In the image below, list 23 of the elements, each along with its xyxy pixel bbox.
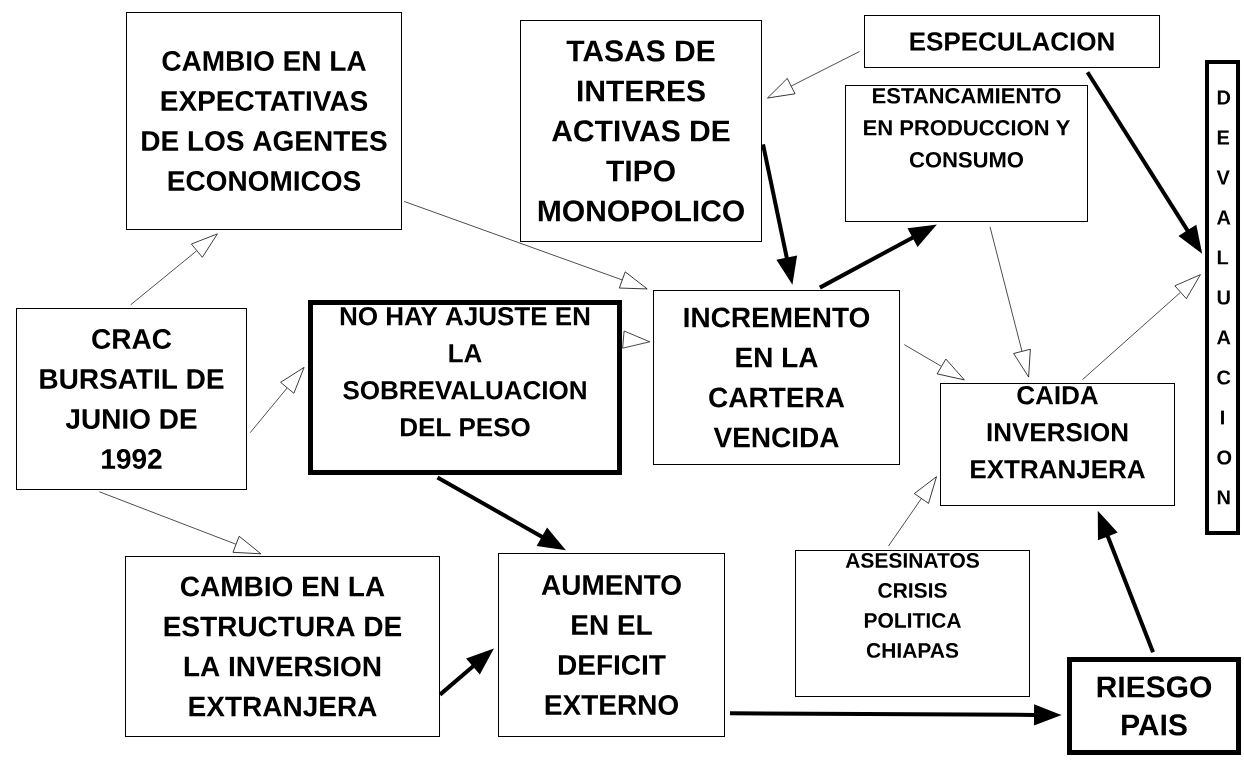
arrow	[989, 226, 1031, 378]
arrow	[888, 476, 937, 547]
process-box: ASESINATOS CRISIS POLITICA CHIAPAS	[795, 550, 1030, 697]
process-box: CAMBIO EN LA EXPECTATIVAS DE LOS AGENTES ECONOMICOS	[126, 12, 402, 230]
arrow	[99, 491, 262, 555]
arrow	[767, 51, 860, 99]
process-box: INCREMENTO EN LA CARTERA VENCIDA	[653, 290, 900, 465]
arrow	[403, 201, 648, 290]
process-box: RIESGO PAIS	[1067, 657, 1241, 755]
arrow	[1082, 274, 1201, 381]
arrow	[249, 367, 305, 434]
vertical-label-box: DEVALUACION	[1205, 60, 1240, 535]
arrow	[903, 344, 965, 381]
process-box: CRAC BURSATIL DE JUNIO DE 1992	[16, 308, 247, 490]
process-box: AUMENTO EN EL DEFICIT EXTERNO	[498, 553, 725, 737]
process-box: ESPECULACION	[864, 15, 1160, 68]
process-box: CAIDA INVERSION EXTRANJERA	[940, 383, 1175, 506]
process-box: ESTANCAMIENTO EN PRODUCCION Y CONSUMO	[845, 85, 1088, 222]
arrow	[130, 233, 218, 306]
process-box: TASAS DE INTERES ACTIVAS DE TIPO MONOPOLICO	[520, 20, 762, 242]
arrow	[622, 330, 651, 349]
process-box: NO HAY AJUSTE EN LA SOBREVALUACION DEL PESO	[308, 300, 622, 475]
process-box: CAMBIO EN LA ESTRUCTURA DE LA INVERSION EXTRANJERA	[125, 556, 440, 737]
